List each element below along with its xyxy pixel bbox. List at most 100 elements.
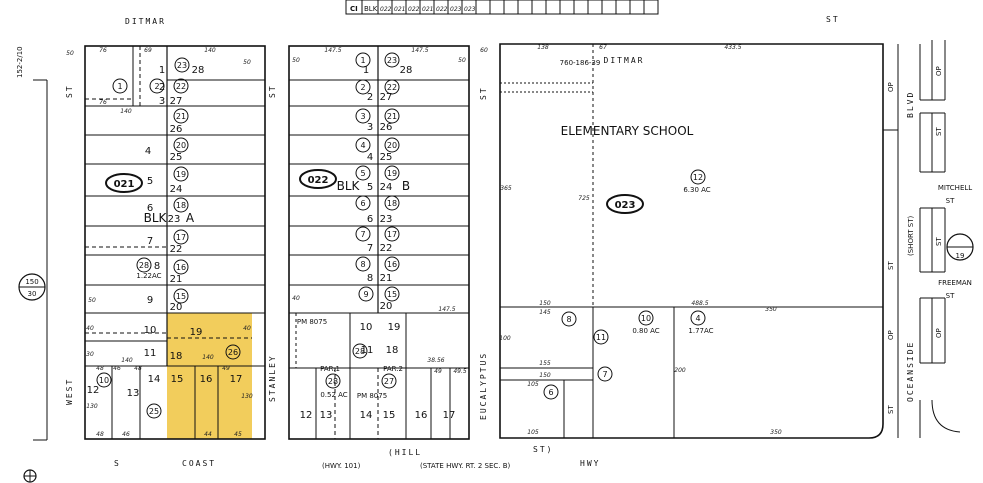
parcel-a-10: 10 [99, 376, 109, 385]
street-freeman-st: ST [946, 292, 955, 300]
highlight-parcel-area [167, 313, 252, 439]
dim-b-2: 147.5 [411, 47, 428, 54]
block-b-lot-27: 27 [380, 92, 393, 103]
dim-a-6: 140 [120, 108, 132, 115]
header-code-6: 023 [450, 6, 462, 13]
dim-c-12: 105 [527, 429, 539, 436]
dim-b-5: 40 [292, 295, 300, 302]
block-a-acreage: 1.22AC [136, 272, 161, 280]
block-b-lot-4: 4 [367, 152, 373, 163]
block-a-lot-18: 18 [170, 351, 183, 362]
street-short-st: (SHORT ST) [907, 215, 915, 256]
block-a-lot-12: 12 [87, 385, 100, 396]
street-ditmar-top: DITMAR [125, 17, 166, 26]
block-b-lot-2: 2 [367, 92, 373, 103]
block-c: DITMAR 760-186-39 ELEMENTARY SCHOOL 023 … [499, 43, 898, 439]
street-eucalyptus: EUCALYPTUS [479, 352, 488, 420]
block-a-lot-22: 22 [170, 244, 183, 255]
dim-c-15: 365 [500, 185, 512, 192]
parcel-b-par2-27: 27 [384, 377, 394, 386]
dim-c-3: 433.5 [724, 44, 741, 51]
parcel-b-2: 2 [360, 83, 365, 92]
header-code-5: 022 [436, 6, 448, 13]
page-circle-bottom: 30 [28, 290, 37, 298]
block-a: 1 2 3 4 5 6 7 8 9 10 11 28 27 26 25 24 2… [66, 45, 266, 440]
side-book-number: 152-2/10 [16, 46, 24, 78]
parcel-b-23: 23 [387, 56, 397, 65]
parcel-c-6: 6 [548, 388, 553, 397]
dim-a-13: 140 [202, 354, 214, 361]
dim-b-9: 49 [434, 368, 442, 375]
block-b-par1-acreage: 0.52 AC [320, 391, 347, 399]
block-b-lot-3: 3 [367, 122, 373, 133]
block-a-lot-27: 27 [170, 96, 183, 107]
parcel-a-18: 18 [176, 201, 186, 210]
dim-a-18: 30 [86, 351, 94, 358]
parcel-b-7: 7 [360, 230, 365, 239]
parcel-a-25: 25 [149, 407, 159, 416]
street-op-a: OP [887, 82, 895, 92]
block-b-lot-12: 12 [300, 410, 313, 421]
dim-b-4: 60 [480, 47, 488, 54]
dim-a-5: 76 [99, 99, 107, 106]
parcel-c-12: 12 [693, 173, 703, 182]
parcel-a-19: 19 [176, 170, 186, 179]
block-a-lot-6: 6 [147, 203, 153, 214]
block-a-lot-8: 8 [154, 261, 160, 272]
dim-b-1: 147.5 [324, 47, 341, 54]
block-b-lot-15: 15 [383, 410, 396, 421]
block-b-par2: PAR.2 [383, 365, 403, 373]
block-c-id: 023 [615, 200, 636, 211]
block-b-lot-18: 18 [386, 345, 399, 356]
block-a-blk-letter: A [186, 211, 195, 225]
block-a-lot-4: 4 [145, 146, 151, 157]
block-a-lot-19: 19 [190, 327, 203, 338]
block-a-lot-3: 3 [159, 96, 165, 107]
parcel-c-7: 7 [602, 370, 607, 379]
block-b-lot-19: 19 [388, 322, 401, 333]
dim-a-11: 46 [122, 431, 130, 438]
parcel-b-22: 22 [387, 83, 397, 92]
block-a-lot-26: 26 [170, 124, 183, 135]
street-op-d: OP [935, 328, 943, 338]
block-b-pm-top: PM 8075 [297, 318, 327, 326]
parcel-a-20: 20 [176, 141, 186, 150]
block-b-lot-28: 28 [400, 65, 413, 76]
dim-a-22: 46 [113, 365, 121, 372]
block-a-lot-2: 2 [159, 82, 165, 93]
block-a-lot-15: 15 [171, 374, 184, 385]
west-street: ST WEST [33, 79, 74, 441]
block-b-lot-5: 5 [367, 182, 373, 193]
parcel-a-23: 23 [177, 61, 187, 70]
right-circle-number: 19 [956, 252, 965, 260]
street-op-b: OP [887, 330, 895, 340]
school-label: ELEMENTARY SCHOOL [561, 124, 694, 138]
street-stanley: STANLEY [268, 354, 277, 402]
street-op-c: OP [935, 66, 943, 76]
block-a-lot-11: 11 [144, 348, 157, 359]
street-state-hwy: (STATE HWY. RT. 2 SEC. B) [420, 462, 511, 470]
parcel-b-5: 5 [360, 169, 365, 178]
street-ditmar-school: DITMAR [604, 56, 645, 65]
block-a-lot-5: 5 [147, 176, 153, 187]
dim-c-7: 350 [770, 429, 782, 436]
parcel-b-8: 8 [360, 260, 365, 269]
block-b-par1: PAR.1 [320, 365, 340, 373]
dim-a-16: 45 [234, 431, 242, 438]
street-mitchell-st: ST [946, 197, 955, 205]
header-code-1: 022 [380, 6, 392, 13]
parcel-a-26: 26 [228, 348, 238, 357]
street-oceanside: OCEANSIDE [906, 341, 915, 402]
parcel-c-4-acreage: 1.77AC [688, 327, 713, 335]
dim-a-20: 50 [66, 50, 74, 57]
block-b-pm-bottom: PM 8075 [357, 392, 387, 400]
block-b-blk-letter: B [402, 179, 410, 193]
block-a-lot-20: 20 [170, 302, 183, 313]
street-st-west: ST [65, 84, 74, 98]
parcel-b-4: 4 [360, 141, 365, 150]
block-b-lot-20: 20 [380, 301, 393, 312]
block-b-lot-10: 10 [360, 322, 373, 333]
header-code-2: 021 [394, 6, 405, 13]
